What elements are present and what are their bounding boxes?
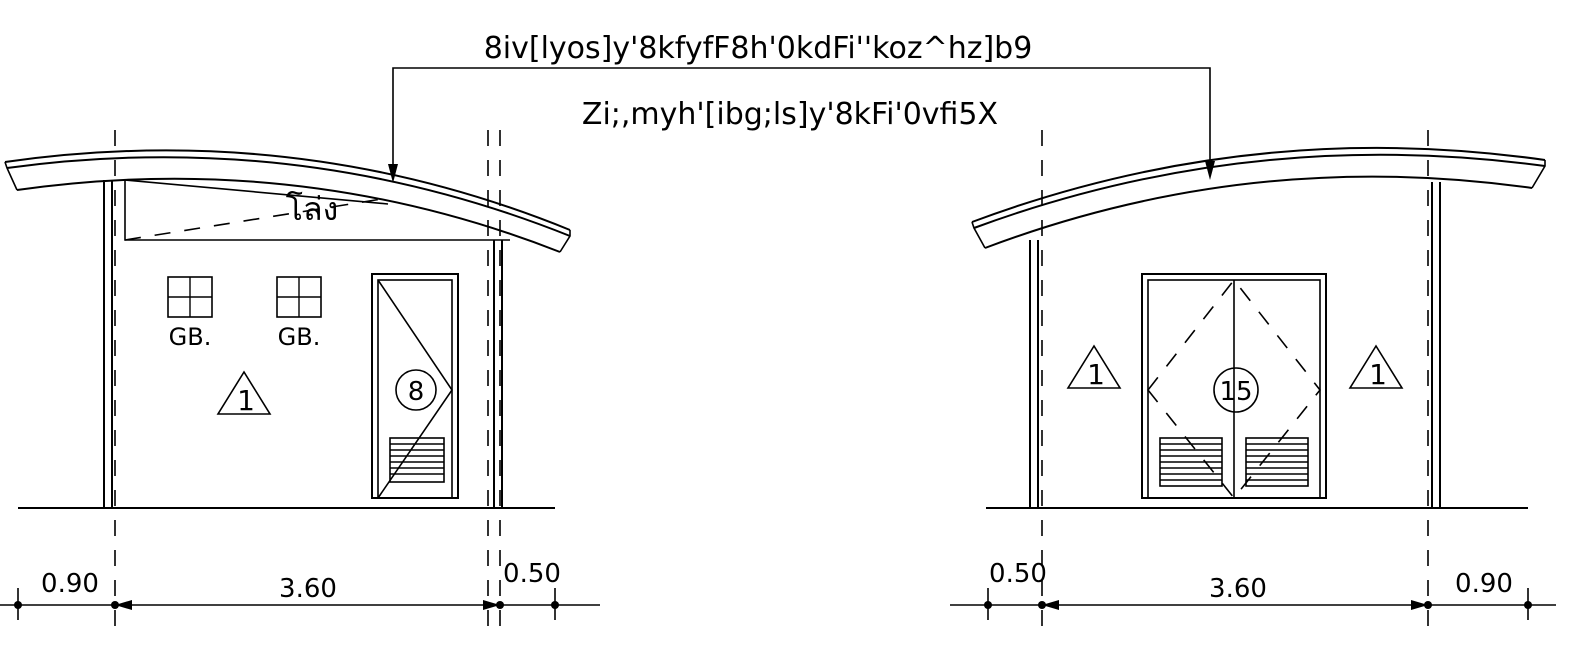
leader-notes: 8iv[lyos]y'8kfyfF8h'0kdFi''koz^hz]b9 Zi;… — [388, 31, 1215, 183]
right-gridlines — [1041, 130, 1429, 632]
door-mark-text: 8 — [408, 377, 425, 407]
leader-line — [392, 67, 1211, 170]
right-roof — [971, 146, 1546, 249]
left-gable-vent: โล่ง — [124, 179, 510, 241]
door-louvre-right — [1245, 437, 1309, 487]
material-mark-text: 1 — [1087, 358, 1105, 391]
window-tag: GB. — [169, 323, 212, 351]
right-double-door: 15 — [1141, 273, 1327, 500]
material-mark-text: 1 — [1369, 358, 1387, 391]
window-tag: GB. — [278, 323, 321, 351]
right-wall-material-mark-right: 1 — [1348, 344, 1404, 391]
roof-note: 8iv[lyos]y'8kfyfF8h'0kdFi''koz^hz]b9 — [484, 31, 1033, 66]
gable-label: โล่ง — [286, 190, 338, 228]
left-door: 8 — [371, 273, 459, 499]
leader-arrow-left — [388, 164, 398, 183]
left-elevation: โล่ง GB. GB. — [0, 130, 600, 632]
right-walls — [986, 182, 1528, 509]
left-gridlines — [114, 130, 501, 632]
material-mark-text: 1 — [237, 384, 255, 417]
door-louvre — [390, 443, 444, 475]
door-mark-text: 15 — [1219, 377, 1252, 407]
dim-edge: 0.50 — [989, 559, 1047, 589]
leader-arrow-right — [1205, 161, 1215, 180]
dim-span: 3.60 — [279, 574, 337, 604]
dim-overhang: 0.90 — [41, 569, 99, 599]
right-dimensions: 0.50 3.60 0.90 — [950, 559, 1556, 620]
dim-edge: 0.50 — [503, 559, 561, 589]
left-window-2: GB. — [276, 276, 322, 351]
left-window-1: GB. — [167, 276, 213, 351]
left-wall-material-mark: 1 — [216, 370, 272, 417]
right-wall-material-mark-left: 1 — [1066, 344, 1122, 391]
right-elevation: 1 1 — [950, 130, 1556, 632]
left-walls — [18, 180, 555, 509]
door-louvre-left — [1159, 437, 1223, 487]
dim-overhang: 0.90 — [1455, 569, 1513, 599]
left-dimensions: 0.90 3.60 0.50 — [0, 559, 600, 620]
dim-span: 3.60 — [1209, 574, 1267, 604]
wall-note: Zi;,myh'[ibg;ls]y'8kFi'0vfi5X — [582, 97, 998, 132]
